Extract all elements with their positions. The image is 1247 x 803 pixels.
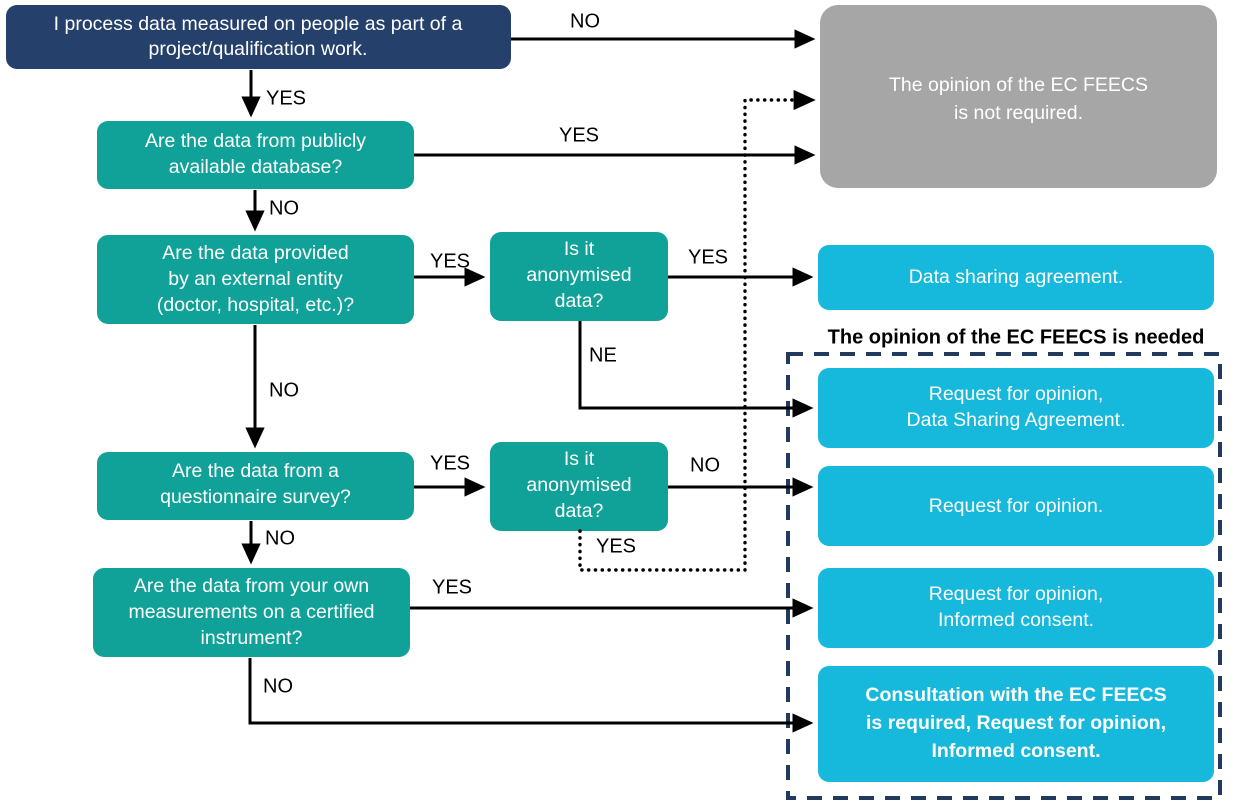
node-out-consultation-line-1: is required, Request for opinion, bbox=[866, 712, 1166, 734]
node-out-data-sharing: Data sharing agreement. bbox=[818, 245, 1214, 310]
edge-label-start-yes: YES bbox=[266, 87, 306, 109]
edge-anon2-yes-dotted bbox=[578, 89, 816, 572]
node-q-own-measurements-line-0: Are the data from your own bbox=[134, 575, 369, 597]
node-out-consultation-line-2: Informed consent. bbox=[931, 740, 1100, 762]
node-q-anonymised-2-line-1: anonymised bbox=[526, 474, 631, 496]
node-out-opinion-consent-line-0: Request for opinion, bbox=[929, 583, 1104, 605]
node-out-consultation-line-0: Consultation with the EC FEECS bbox=[865, 684, 1166, 706]
node-out-opinion-consent-line-1: Informed consent. bbox=[938, 609, 1094, 631]
edge-label-anon1-yes: YES bbox=[688, 246, 728, 268]
node-q-questionnaire-line-1: questionnaire survey? bbox=[160, 486, 351, 508]
node-out-opinion-dsa-line-1: Data Sharing Agreement. bbox=[907, 409, 1126, 431]
edge-anon1-ne bbox=[578, 321, 814, 418]
edge-own-no bbox=[248, 658, 814, 733]
node-out-opinion-dsa-line-0: Request for opinion, bbox=[929, 383, 1104, 405]
node-out-opinion-consent: Request for opinion, Informed consent. bbox=[818, 568, 1214, 648]
node-q-own-measurements: Are the data from your own measurements … bbox=[93, 568, 410, 657]
edge-label-own-yes: YES bbox=[432, 576, 472, 598]
node-q-anonymised-1-line-0: Is it bbox=[564, 238, 595, 260]
edge-label-external-yes: YES bbox=[430, 250, 470, 272]
ec-feecs-needed-label: The opinion of the EC FEECS is needed bbox=[828, 326, 1205, 348]
edge-label-anon1-ne: NE bbox=[589, 344, 617, 366]
node-q-anonymised-2: Is it anonymised data? bbox=[490, 442, 668, 531]
edge-label-external-no: NO bbox=[269, 379, 299, 401]
edge-label-anon2-yes: YES bbox=[596, 535, 636, 557]
node-q-external-entity-line-0: Are the data provided bbox=[162, 242, 348, 264]
node-q-public-db-line-1: available database? bbox=[169, 156, 343, 178]
node-out-not-required-line-1: is not required. bbox=[954, 102, 1083, 124]
node-out-consultation: Consultation with the EC FEECS is requir… bbox=[818, 666, 1214, 782]
node-q-own-measurements-line-2: instrument? bbox=[201, 627, 303, 649]
ec-feecs-needed-region bbox=[786, 352, 1222, 800]
node-out-not-required: The opinion of the EC FEECS is not requi… bbox=[820, 5, 1217, 188]
node-q-anonymised-1-line-1: anonymised bbox=[526, 264, 631, 286]
node-out-opinion-line-0: Request for opinion. bbox=[929, 495, 1104, 517]
edge-label-own-no: NO bbox=[263, 675, 293, 697]
node-q-questionnaire-line-0: Are the data from a bbox=[172, 460, 339, 482]
node-q-questionnaire: Are the data from a questionnaire survey… bbox=[97, 452, 414, 520]
node-q-public-db: Are the data from publicly available dat… bbox=[97, 121, 414, 189]
node-start-line-0: I process data measured on people as par… bbox=[54, 13, 463, 35]
node-q-anonymised-1: Is it anonymised data? bbox=[490, 232, 668, 321]
edge-label-public-db-no: NO bbox=[269, 197, 299, 219]
node-start: I process data measured on people as par… bbox=[6, 5, 511, 69]
node-out-opinion-dsa: Request for opinion, Data Sharing Agreem… bbox=[818, 368, 1214, 448]
node-q-anonymised-2-line-2: data? bbox=[555, 500, 604, 522]
node-q-anonymised-2-line-0: Is it bbox=[564, 448, 595, 470]
edge-label-questionnaire-yes: YES bbox=[430, 452, 470, 474]
node-out-not-required-line-0: The opinion of the EC FEECS bbox=[889, 74, 1148, 96]
node-out-data-sharing-line-0: Data sharing agreement. bbox=[909, 266, 1124, 288]
node-q-external-entity-line-2: (doctor, hospital, etc.)? bbox=[157, 294, 354, 316]
node-q-external-entity: Are the data provided by an external ent… bbox=[97, 235, 414, 324]
node-q-public-db-line-0: Are the data from publicly bbox=[145, 130, 366, 152]
node-q-external-entity-line-1: by an external entity bbox=[168, 268, 343, 290]
edge-label-questionnaire-no: NO bbox=[265, 527, 295, 549]
node-q-own-measurements-line-1: measurements on a certified bbox=[128, 601, 374, 623]
node-out-opinion: Request for opinion. bbox=[818, 466, 1214, 546]
edge-label-start-no: NO bbox=[570, 10, 600, 32]
edge-label-anon2-no: NO bbox=[690, 454, 720, 476]
node-start-line-1: project/qualification work. bbox=[149, 38, 368, 60]
edge-label-public-db-yes: YES bbox=[559, 124, 599, 146]
node-q-anonymised-1-line-2: data? bbox=[555, 290, 604, 312]
